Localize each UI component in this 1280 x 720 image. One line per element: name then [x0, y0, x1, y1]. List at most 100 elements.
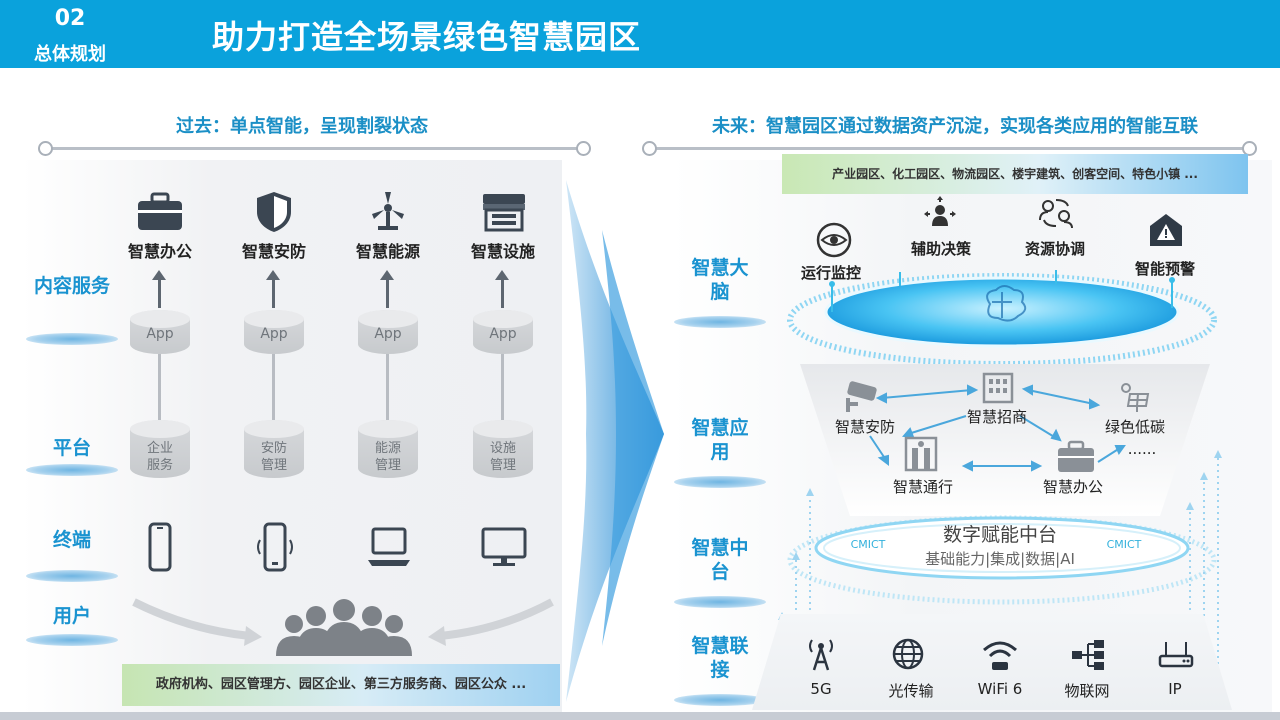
- eye-icon: [816, 222, 852, 258]
- platform-label: 安防管理: [260, 441, 287, 473]
- right-divider-dot: [642, 141, 657, 156]
- app-label: App: [146, 326, 174, 342]
- briefcase-icon: [138, 192, 182, 230]
- arrow-up: [152, 270, 166, 308]
- connection-label: 5G: [810, 680, 832, 698]
- label-pad: [26, 570, 118, 582]
- app-cylinder: App: [130, 310, 190, 354]
- scenario-ribbon: 产业园区、化工园区、物流园区、楼宇建筑、创客空间、特色小镇 ...: [782, 154, 1248, 194]
- transition-arrow-icon: [566, 180, 664, 702]
- app-label: App: [374, 326, 402, 342]
- brain-function-label: 智能预警: [1134, 260, 1195, 278]
- section-name: 总体规划: [34, 44, 106, 65]
- brain-function-label: 运行监控: [800, 264, 861, 282]
- label-pad: [674, 476, 766, 488]
- app-label: App: [489, 326, 517, 342]
- left-divider-dot: [576, 141, 591, 156]
- brain-platform: [787, 270, 1217, 367]
- label-pad: [674, 316, 766, 328]
- left-divider: [46, 147, 582, 150]
- arrow-up: [266, 270, 280, 308]
- column-title-office: 智慧办公: [127, 242, 192, 261]
- column-title-energy: 智慧能源: [355, 242, 420, 261]
- smartphone-icon: [148, 522, 172, 572]
- platform-cylinder: 能源管理: [358, 420, 418, 478]
- column-title-facility: 智慧设施: [470, 242, 535, 261]
- application-label: ......: [1127, 440, 1157, 458]
- row-label-platform: 平台: [52, 437, 91, 459]
- router-icon: [1158, 642, 1194, 668]
- connection-label: 物联网: [1064, 682, 1110, 700]
- wind-turbine-icon: [372, 192, 404, 230]
- label-pad: [674, 694, 766, 706]
- user-ribbon: 政府机构、园区管理方、园区企业、第三方服务商、园区公众 ...: [122, 664, 560, 706]
- platform-label: 能源管理: [374, 441, 401, 473]
- footer-bar: [0, 712, 1280, 720]
- application-label: 智慧招商: [966, 408, 1027, 426]
- middle-platform-subtitle: 基础能力|集成|数据|AI: [925, 550, 1075, 568]
- label-pad: [26, 634, 118, 646]
- brain-function-label: 辅助决策: [910, 240, 971, 258]
- application-label: 智慧通行: [892, 478, 953, 496]
- brain-function-label: 资源协调: [1024, 240, 1085, 258]
- right-heading: 未来：智慧园区通过数据资产沉淀，实现各类应用的智能互联: [712, 116, 1198, 137]
- decision-icon: [924, 196, 956, 226]
- middle-platform-ring: [787, 515, 1217, 605]
- row-label-user: 用户: [52, 605, 91, 627]
- antenna-icon: [809, 639, 833, 671]
- label-pad: [26, 464, 118, 476]
- user-group-icon: [132, 598, 554, 656]
- phone-vibrate-icon: [257, 522, 293, 572]
- store-icon: [483, 194, 525, 232]
- left-divider-dot: [38, 141, 53, 156]
- globe-icon: [892, 638, 924, 670]
- app-cylinder: App: [473, 310, 533, 354]
- briefcase-icon: [1058, 440, 1094, 472]
- arrow-up: [495, 270, 509, 308]
- brand-right: CMICT: [1106, 538, 1142, 551]
- wifi-icon: [983, 641, 1017, 670]
- header-bar: [0, 0, 1280, 68]
- app-label: App: [260, 326, 288, 342]
- section-number: 02: [54, 6, 86, 31]
- right-divider-dot: [1242, 141, 1257, 156]
- connection-label: 光传输: [888, 682, 934, 700]
- gate-icon: [904, 436, 938, 472]
- label-pad: [674, 596, 766, 608]
- layer-label-connection: 智慧联接: [691, 635, 749, 681]
- connector-line: [158, 354, 161, 420]
- column-title-security: 智慧安防: [241, 242, 306, 261]
- shield-icon: [257, 192, 291, 232]
- camera-icon: [846, 381, 877, 412]
- right-divider: [650, 147, 1250, 150]
- building-icon: [982, 372, 1014, 404]
- platform-label: 设施管理: [489, 441, 516, 473]
- app-cylinder: App: [358, 310, 418, 354]
- layer-label-brain: 智慧大脑: [691, 257, 749, 303]
- layer-label-middle-platform: 智慧中台: [691, 537, 749, 583]
- middle-platform-title: 数字赋能中台: [942, 524, 1057, 546]
- app-cylinder: App: [244, 310, 304, 354]
- brand-left: CMICT: [850, 538, 886, 551]
- warning-icon: [1150, 214, 1182, 246]
- laptop-icon: [368, 527, 410, 566]
- label-pad: [26, 333, 118, 345]
- connector-line: [272, 354, 275, 420]
- application-label: 智慧办公: [1042, 478, 1103, 496]
- left-heading: 过去：单点智能，呈现割裂状态: [176, 116, 428, 137]
- solar-icon: [1121, 383, 1150, 412]
- platform-cylinder: 安防管理: [244, 420, 304, 478]
- platform-label: 企业服务: [146, 441, 173, 473]
- connection-label: WiFi 6: [977, 680, 1023, 698]
- page-title: 助力打造全场景绿色智慧园区: [212, 18, 642, 56]
- row-label-terminal: 终端: [52, 529, 91, 551]
- connection-base: [752, 614, 1232, 710]
- application-label: 智慧安防: [834, 418, 895, 436]
- connector-line: [501, 354, 504, 420]
- platform-cylinder: 设施管理: [473, 420, 533, 478]
- network-icon: [1072, 640, 1104, 670]
- coordination-icon: [1039, 199, 1073, 229]
- row-label-content-service: 内容服务: [33, 275, 110, 297]
- layer-label-application: 智慧应用: [691, 417, 749, 463]
- arrow-up: [380, 270, 394, 308]
